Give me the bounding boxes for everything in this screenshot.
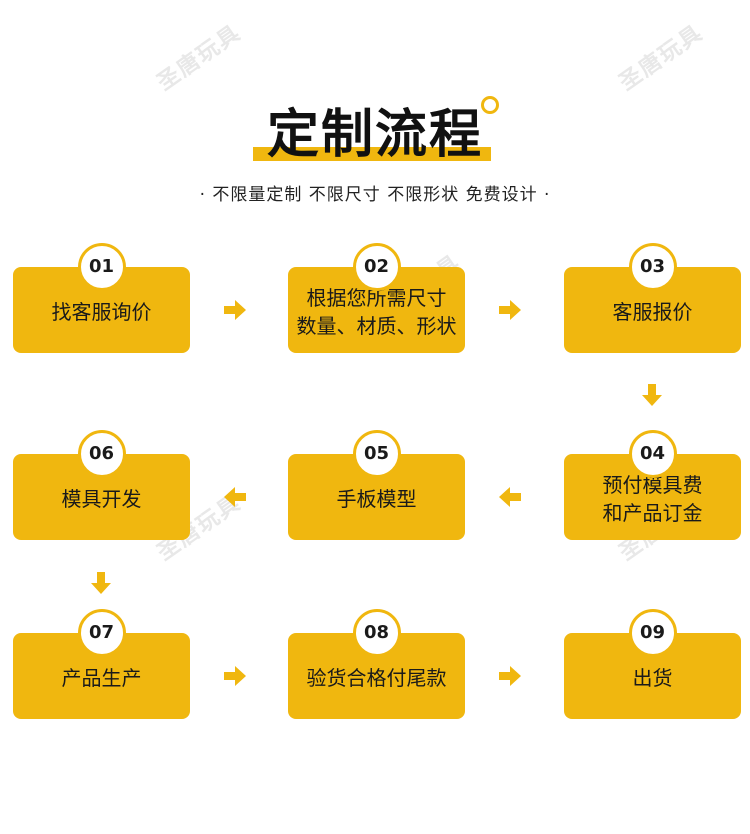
step-number: 05: [352, 430, 401, 478]
step-card-09: 09 出货: [564, 609, 741, 719]
arrow-down-icon: [642, 384, 662, 406]
step-card-04: 04 预付模具费 和产品订金: [564, 430, 741, 540]
arrow-right-icon: [224, 666, 246, 686]
step-number: 04: [628, 430, 677, 478]
step-number: 01: [77, 243, 126, 291]
step-label: 预付模具费 和产品订金: [602, 473, 703, 525]
watermark-text: 圣唐玩具: [614, 20, 708, 96]
step-label: 出货: [632, 666, 673, 690]
arrow-left-icon: [499, 487, 521, 507]
step-card-05: 05 手板模型: [288, 430, 465, 540]
step-label: 模具开发: [61, 487, 142, 511]
step-card-03: 03 客服报价: [564, 243, 741, 353]
subtitle: · 不限量定制 不限尺寸 不限形状 免费设计 ·: [199, 185, 551, 205]
step-label: 验货合格付尾款: [306, 666, 447, 690]
step-number: 03: [628, 243, 677, 291]
ring-decoration-icon: [481, 96, 499, 114]
step-number: 08: [352, 609, 401, 657]
title-area: 定制流程: [0, 92, 750, 167]
step-number: 07: [77, 609, 126, 657]
arrow-down-icon: [91, 572, 111, 594]
arrow-right-icon: [499, 300, 521, 320]
step-label: 找客服询价: [51, 300, 152, 324]
step-card-02: 02 根据您所需尺寸 数量、材质、形状: [288, 243, 465, 353]
arrow-right-icon: [224, 300, 246, 320]
step-card-01: 01 找客服询价: [13, 243, 190, 353]
step-label: 根据您所需尺寸 数量、材质、形状: [296, 286, 457, 338]
step-number: 09: [628, 609, 677, 657]
arrow-left-icon: [224, 487, 246, 507]
page-title: 定制流程: [252, 92, 499, 167]
step-label: 客服报价: [612, 300, 693, 324]
step-number: 06: [77, 430, 126, 478]
arrow-right-icon: [499, 666, 521, 686]
step-card-08: 08 验货合格付尾款: [288, 609, 465, 719]
step-number: 02: [352, 243, 401, 291]
step-card-07: 07 产品生产: [13, 609, 190, 719]
step-label: 产品生产: [61, 666, 142, 690]
step-card-06: 06 模具开发: [13, 430, 190, 540]
watermark-text: 圣唐玩具: [152, 20, 246, 96]
page-title-text: 定制流程: [266, 105, 483, 165]
step-label: 手板模型: [336, 487, 417, 511]
